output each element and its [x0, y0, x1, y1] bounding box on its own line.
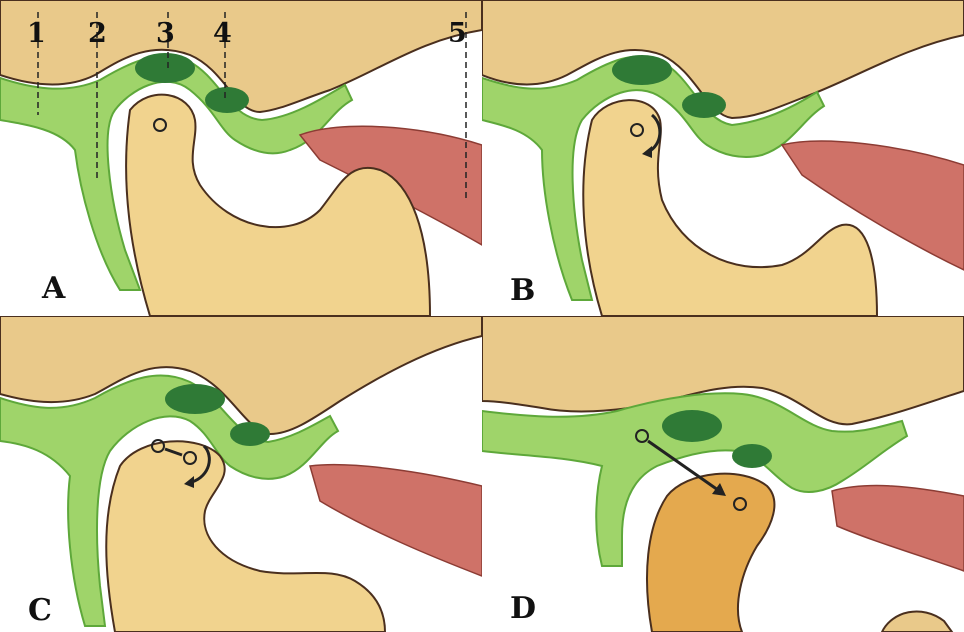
diagram-panel-c	[0, 316, 482, 632]
panel-c: C	[0, 316, 482, 632]
callout-4: 4	[213, 20, 232, 47]
panel-label-d: D	[510, 594, 536, 624]
mandible	[647, 474, 774, 632]
disc-anterior-band	[230, 422, 270, 446]
callout-5: 5	[448, 20, 467, 47]
disc-anterior-band	[732, 444, 772, 468]
callout-2: 2	[88, 20, 107, 47]
panel-b: B	[482, 0, 964, 316]
mandible-edge	[882, 611, 952, 632]
panel-a: 1 2 3 4 5 A	[0, 0, 482, 316]
panel-label-c: C	[28, 596, 52, 626]
disc-posterior-band	[612, 55, 672, 85]
panel-label-b: B	[510, 276, 535, 306]
disc-posterior-band	[165, 384, 225, 414]
disc-anterior-band	[205, 87, 249, 113]
disc-anterior-band	[682, 92, 726, 118]
panel-label-a: A	[42, 274, 65, 304]
disc-posterior-band	[662, 410, 722, 442]
lateral-pterygoid-muscle	[310, 465, 482, 576]
diagram-panel-d	[482, 316, 964, 632]
callout-3: 3	[156, 20, 175, 47]
diagram-panel-a	[0, 0, 482, 316]
panel-d: D	[482, 316, 964, 632]
diagram-panel-b	[482, 0, 964, 316]
disc-posterior-band	[135, 53, 195, 83]
callout-1: 1	[27, 20, 46, 47]
lateral-pterygoid-muscle	[832, 486, 964, 571]
